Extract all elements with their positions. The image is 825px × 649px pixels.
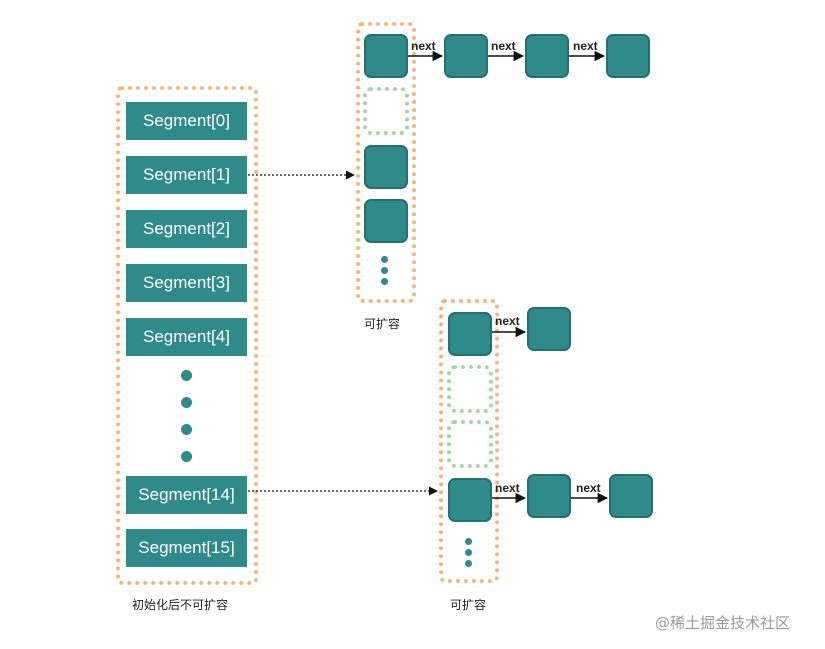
left-caption: 初始化后不可扩容 (132, 598, 229, 612)
next-label: next (495, 314, 520, 328)
segment-4: Segment[4] (126, 318, 247, 356)
table-slot-node (364, 145, 408, 189)
top-table-caption: 可扩容 (364, 317, 401, 331)
chain-node (527, 307, 571, 351)
next-label: next (411, 39, 436, 53)
ellipsis-dot (381, 278, 388, 285)
empty-slot (447, 365, 493, 413)
ellipsis-dot (181, 370, 192, 381)
table-slot-node (448, 478, 492, 522)
table-container-top (356, 22, 416, 303)
segment-2: Segment[2] (126, 210, 247, 248)
chain-node (525, 34, 569, 78)
chain-node (606, 34, 650, 78)
ellipsis-dot (181, 397, 192, 408)
segment-15: Segment[15] (126, 529, 247, 567)
table-slot-node (364, 199, 408, 243)
table-slot-node (364, 34, 408, 78)
segment-array-container (116, 86, 258, 585)
next-label: next (576, 481, 601, 495)
segment-14: Segment[14] (126, 476, 247, 514)
watermark: @稀土掘金技术社区 (655, 614, 791, 632)
empty-slot (447, 420, 493, 468)
segment-1: Segment[1] (126, 156, 247, 194)
ellipsis-dot (381, 267, 388, 274)
next-label: next (573, 39, 598, 53)
bottom-table-caption: 可扩容 (450, 598, 487, 612)
ellipsis-dot (181, 424, 192, 435)
ellipsis-dot (465, 549, 472, 556)
table-slot-node (448, 312, 492, 356)
next-label: next (491, 39, 516, 53)
ellipsis-dot (465, 560, 472, 567)
segment-3: Segment[3] (126, 264, 247, 302)
chain-node (444, 34, 488, 78)
segment-0: Segment[0] (126, 102, 247, 140)
ellipsis-dot (465, 538, 472, 545)
empty-slot (363, 87, 409, 135)
next-label: next (495, 481, 520, 495)
chain-node (527, 474, 571, 518)
ellipsis-dot (181, 451, 192, 462)
ellipsis-dot (381, 256, 388, 263)
table-container-bottom (439, 299, 499, 583)
chain-node (609, 474, 653, 518)
